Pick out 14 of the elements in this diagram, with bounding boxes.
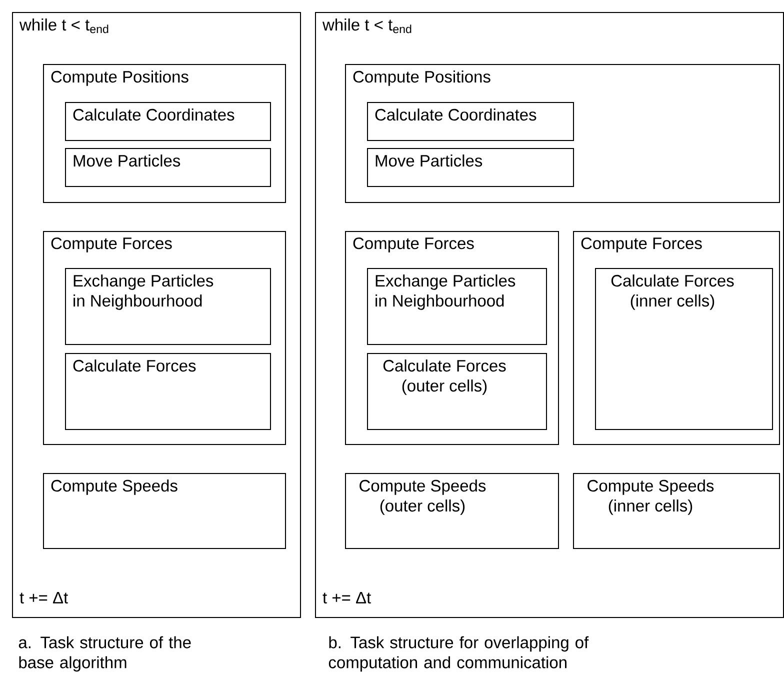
task-box: Move Particles (65, 148, 271, 187)
task-box: Compute Speeds (outer cells) (345, 473, 559, 549)
task-box: Calculate Forces (outer cells) (367, 353, 547, 430)
task-box: Calculate Coordinates (367, 102, 574, 141)
task-box: Exchange Particles in Neighbourhood (367, 268, 547, 345)
task-box: Compute Speeds (inner cells) (573, 473, 780, 549)
task-box: Compute Speeds (43, 473, 286, 549)
task-box: Calculate Forces (inner cells) (595, 268, 773, 430)
task-box: Exchange Particles in Neighbourhood (65, 268, 271, 345)
caption: b. Task structure for overlapping of computation and communication (328, 636, 589, 672)
task-box: Calculate Forces (65, 353, 271, 430)
caption: a. Task structure of the base algorithm (18, 636, 191, 672)
task-box: Move Particles (367, 148, 574, 187)
task-box: Calculate Coordinates (65, 102, 271, 141)
